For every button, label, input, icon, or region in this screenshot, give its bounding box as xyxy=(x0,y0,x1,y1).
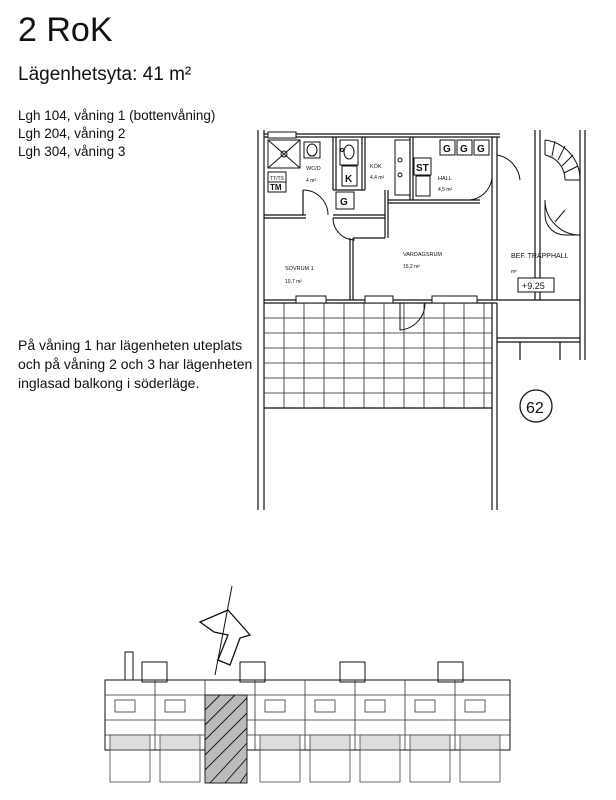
building-number: 62 xyxy=(526,400,544,417)
room-area-wc: 4 m² xyxy=(306,178,316,184)
level-marker: +9.25 xyxy=(522,281,545,291)
symbol-g: G xyxy=(477,144,485,155)
room-label-kok: KÖK xyxy=(370,163,382,170)
room-area-trapphall: m² xyxy=(511,269,517,275)
room-label-sovrum: SOVRUM 1 xyxy=(285,266,314,272)
room-area-vardagsrum: 15,2 m² xyxy=(403,264,420,270)
room-label-hall: HALL xyxy=(438,176,452,182)
symbol-g: G xyxy=(443,144,451,155)
room-label-vardagsrum: VARDAGSRUM xyxy=(403,252,442,258)
room-label-trapphall: BEF. TRAPPHALL xyxy=(511,253,569,260)
unit-item: Lgh 304, våning 3 xyxy=(18,144,126,159)
room-label-wc: WC/D xyxy=(306,166,321,172)
room-area-kok: 4,4 m² xyxy=(370,175,385,181)
symbol-k: K xyxy=(345,174,353,185)
highlighted-apartment xyxy=(204,694,248,784)
floor-plan: WC/D 4 m² KÖK 4,4 m² HALL 4,5 m² SOVRUM … xyxy=(257,130,586,510)
site-plan xyxy=(104,585,511,784)
symbol-tt: TT/TS xyxy=(270,176,285,182)
description: På våning 1 har lägenheten uteplats och … xyxy=(18,337,253,391)
symbol-st: ST xyxy=(416,163,429,174)
unit-item: Lgh 204, våning 2 xyxy=(18,126,126,141)
north-arrow-icon xyxy=(198,585,252,676)
room-area-hall: 4,5 m² xyxy=(438,187,453,193)
unit-list: Lgh 104, våning 1 (bottenvåning) Lgh 204… xyxy=(18,107,215,161)
page-title: 2 RoK xyxy=(18,11,113,49)
room-area-sovrum: 10,7 m² xyxy=(285,279,302,285)
symbol-tm: TM xyxy=(270,183,282,192)
symbol-g: G xyxy=(340,197,348,208)
apartment-area: Lägenhetsyta: 41 m² xyxy=(18,64,192,85)
unit-item: Lgh 104, våning 1 (bottenvåning) xyxy=(18,108,216,123)
symbol-g: G xyxy=(460,144,468,155)
